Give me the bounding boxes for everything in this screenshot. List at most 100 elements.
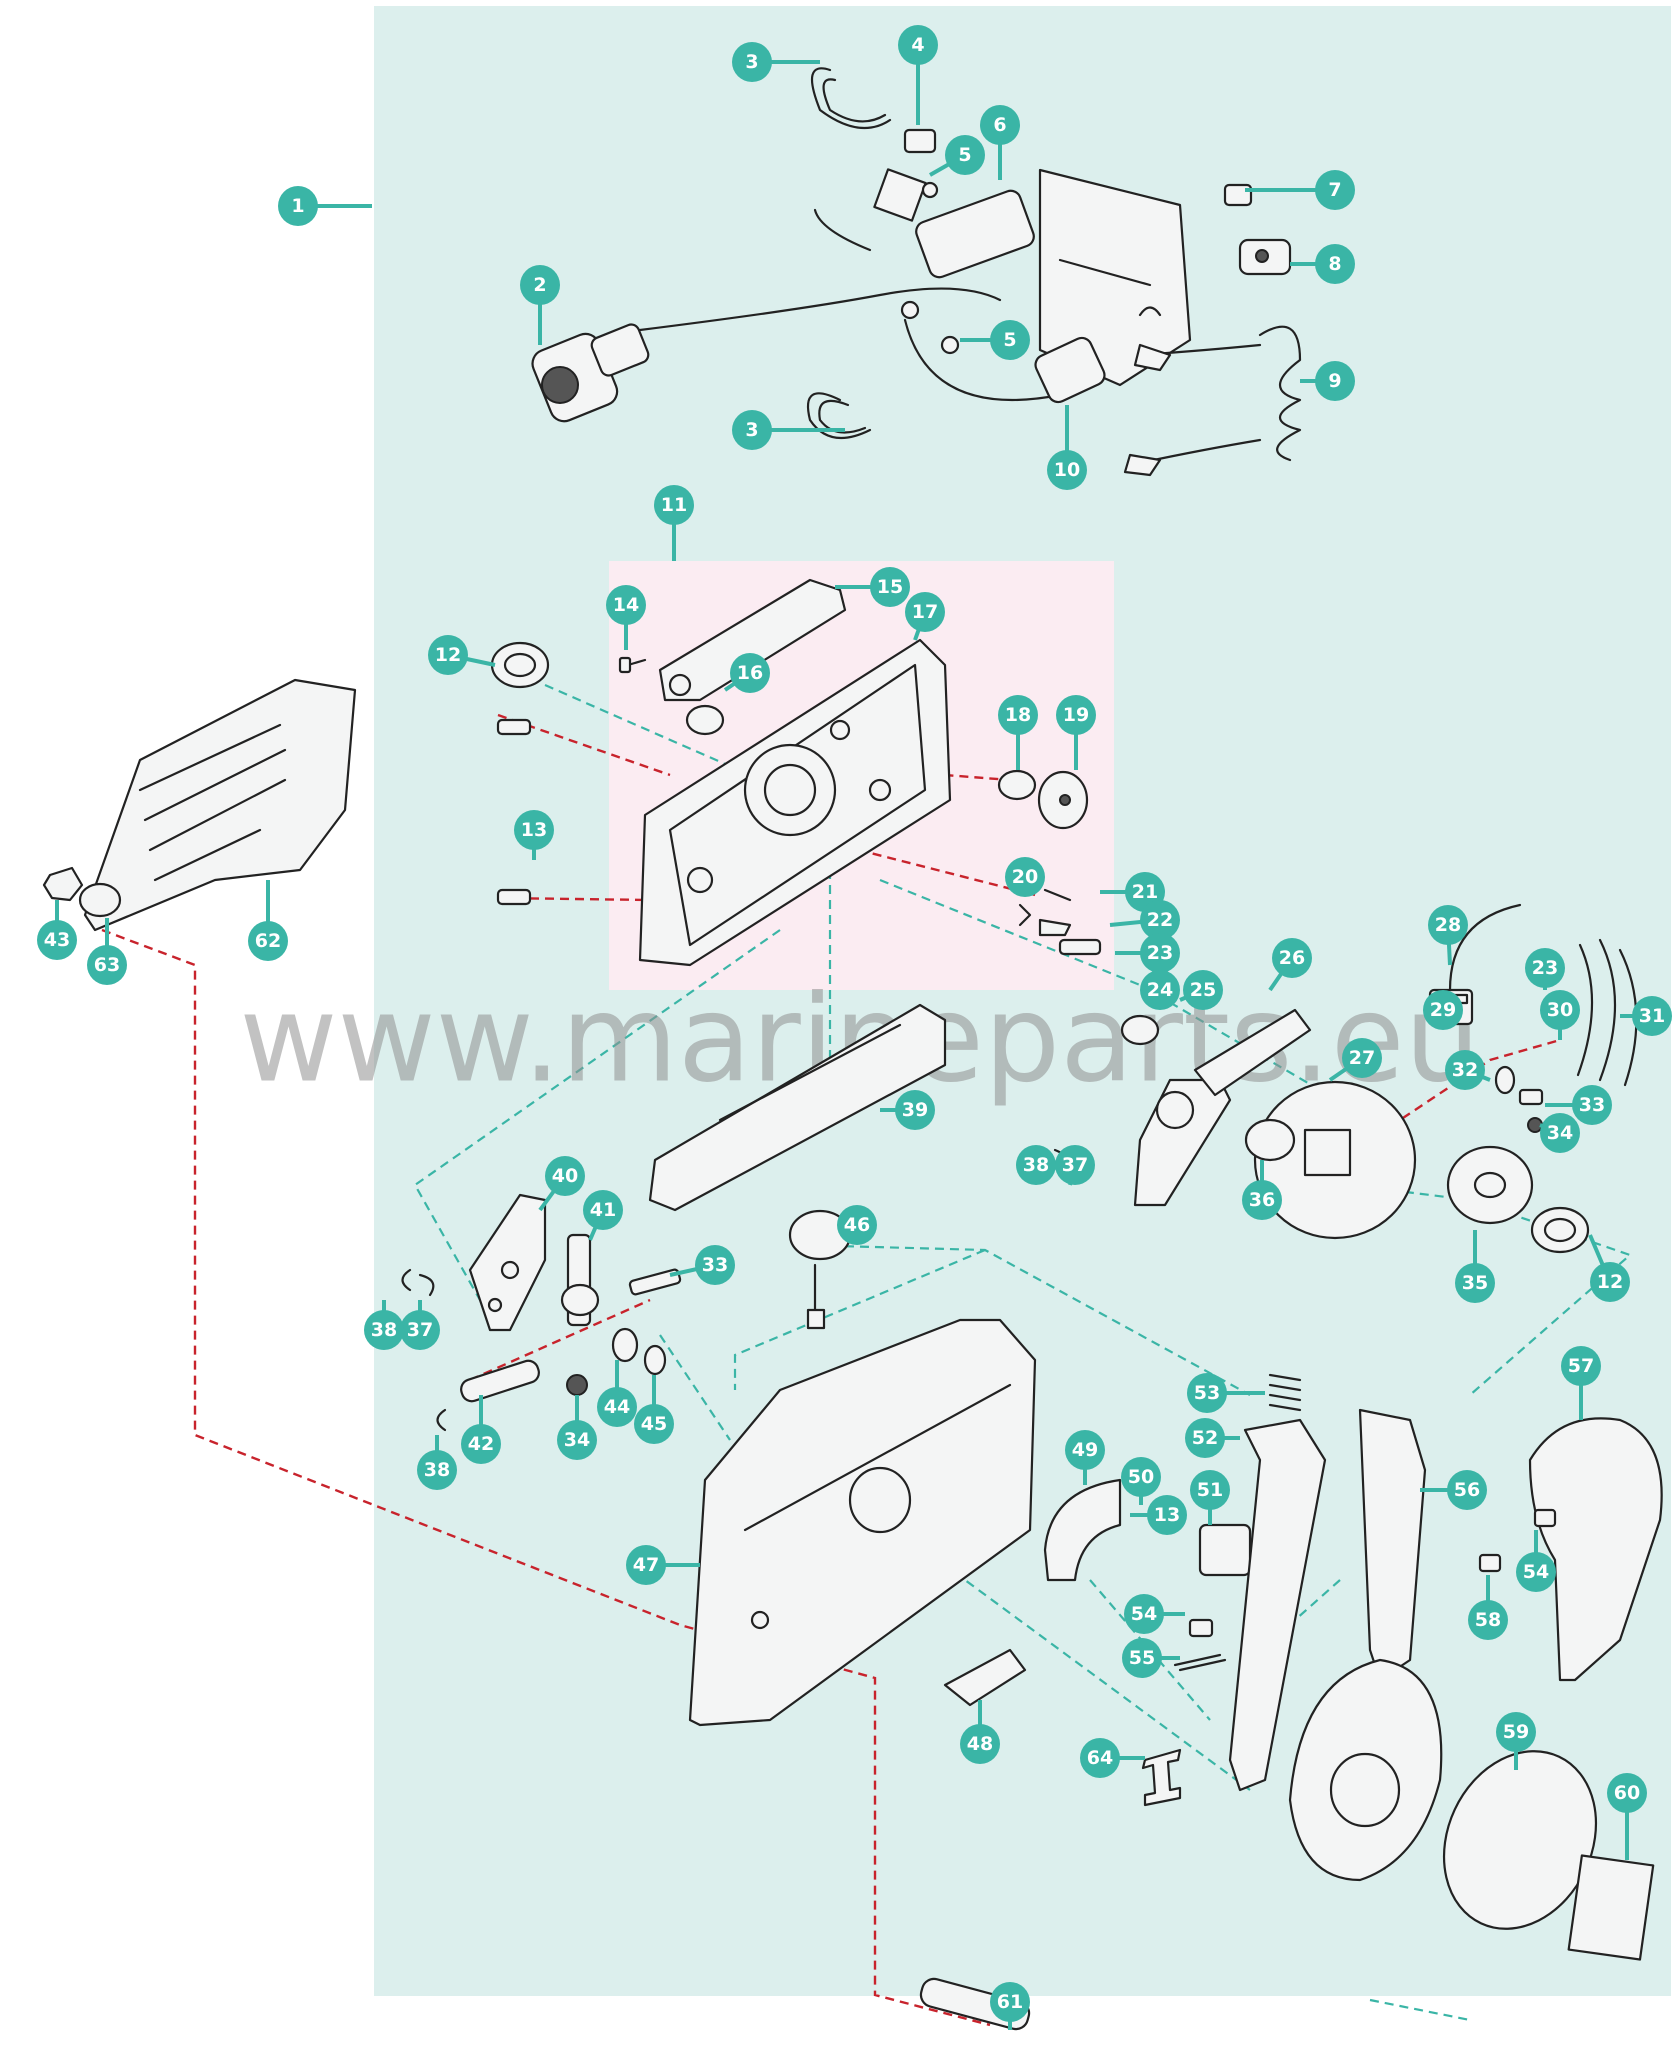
part-screws-54-58 bbox=[1173, 1508, 1557, 1672]
callout-number: 51 bbox=[1197, 1479, 1223, 1501]
callout-badge bbox=[1147, 1495, 1187, 1535]
callout-33: 33 bbox=[1545, 1085, 1612, 1125]
callout-37: 37 bbox=[400, 1300, 440, 1350]
callout-number: 13 bbox=[521, 819, 547, 841]
callout-40: 40 bbox=[538, 1156, 585, 1212]
callout-number: 49 bbox=[1072, 1439, 1098, 1461]
callout-number: 37 bbox=[1062, 1154, 1088, 1176]
callout-number: 38 bbox=[371, 1319, 397, 1341]
callout-number: 44 bbox=[604, 1396, 630, 1418]
callout-64: 64 bbox=[1080, 1738, 1145, 1778]
callout-badge bbox=[1047, 450, 1087, 490]
callout-number: 2 bbox=[533, 274, 546, 296]
callout-12: 12 bbox=[428, 635, 496, 675]
callout-badge bbox=[990, 320, 1030, 360]
callout-badge bbox=[1272, 938, 1312, 978]
callout-42: 42 bbox=[461, 1395, 501, 1464]
callout-number: 33 bbox=[702, 1254, 728, 1276]
callout-badge bbox=[1632, 996, 1672, 1036]
part-label-60 bbox=[1567, 1854, 1655, 1961]
callout-number: 40 bbox=[552, 1165, 578, 1187]
callout-badge bbox=[837, 1205, 877, 1245]
callout-badge bbox=[1540, 1113, 1580, 1153]
callout-18: 18 bbox=[998, 695, 1038, 770]
callout-29: 29 bbox=[1423, 990, 1463, 1030]
callout-badge bbox=[1525, 948, 1565, 988]
callout-badge bbox=[695, 1245, 735, 1285]
callout-badge bbox=[898, 25, 938, 65]
callout-number: 48 bbox=[967, 1733, 993, 1755]
callout-number: 57 bbox=[1568, 1355, 1594, 1377]
callout-badge bbox=[1121, 1457, 1161, 1497]
callout-6: 6 bbox=[980, 105, 1020, 180]
part-main-connector bbox=[531, 323, 650, 423]
callout-badge bbox=[1447, 1470, 1487, 1510]
callout-53: 53 bbox=[1187, 1373, 1265, 1413]
callout-number: 17 bbox=[912, 601, 938, 623]
part-gear-plate-40 bbox=[468, 1193, 547, 1332]
callout-19: 19 bbox=[1056, 695, 1096, 770]
callout-badge bbox=[1140, 900, 1180, 940]
callout-badge bbox=[1540, 990, 1580, 1030]
part-link-arm bbox=[658, 578, 847, 702]
callout-13: 13 bbox=[514, 810, 554, 860]
callout-number: 8 bbox=[1328, 253, 1341, 275]
callout-25: 25 bbox=[1179, 970, 1223, 1010]
callout-62: 62 bbox=[248, 880, 288, 961]
callout-38: 38 bbox=[364, 1300, 404, 1350]
part-bracket-64 bbox=[1141, 1748, 1182, 1807]
callout-number: 60 bbox=[1614, 1782, 1640, 1804]
callout-44: 44 bbox=[597, 1360, 637, 1427]
callout-number: 25 bbox=[1190, 979, 1216, 1001]
part-lever-56 bbox=[1288, 1408, 1443, 1882]
callout-37: 37 bbox=[1055, 1145, 1095, 1186]
callout-badge bbox=[626, 1545, 666, 1585]
callout-31: 31 bbox=[1620, 996, 1672, 1036]
callout-number: 29 bbox=[1430, 999, 1456, 1021]
callout-34: 34 bbox=[557, 1395, 597, 1460]
callout-badge bbox=[1455, 1263, 1495, 1303]
callout-number: 4 bbox=[911, 34, 924, 56]
callout-11: 11 bbox=[654, 485, 694, 561]
part-screws-13 bbox=[496, 718, 532, 906]
callout-badge bbox=[428, 635, 468, 675]
callout-badge bbox=[1016, 1145, 1056, 1185]
callout-56: 56 bbox=[1420, 1470, 1487, 1510]
callout-badge bbox=[1423, 990, 1463, 1030]
callout-38: 38 bbox=[417, 1435, 457, 1490]
callout-badge bbox=[278, 186, 318, 226]
callout-badge bbox=[37, 920, 77, 960]
callout-number: 19 bbox=[1063, 704, 1089, 726]
callout-55: 55 bbox=[1122, 1638, 1180, 1678]
part-washer-18-19 bbox=[997, 769, 1089, 830]
callout-number: 63 bbox=[94, 954, 120, 976]
callout-51: 51 bbox=[1190, 1470, 1230, 1525]
callout-badge bbox=[461, 1424, 501, 1464]
callout-badge bbox=[1428, 905, 1468, 945]
part-plug-12 bbox=[490, 641, 1590, 1254]
callout-number: 61 bbox=[997, 1991, 1023, 2013]
callout-16: 16 bbox=[723, 653, 770, 693]
callout-14: 14 bbox=[606, 585, 646, 650]
part-base-plate bbox=[638, 638, 952, 967]
callout-24: 24 bbox=[1140, 970, 1180, 1010]
callout-57: 57 bbox=[1561, 1346, 1601, 1420]
callout-number: 54 bbox=[1523, 1561, 1549, 1583]
callout-number: 32 bbox=[1452, 1059, 1478, 1081]
callout-27: 27 bbox=[1328, 1038, 1382, 1082]
callout-49: 49 bbox=[1065, 1430, 1105, 1485]
callout-3: 3 bbox=[732, 42, 820, 82]
callout-number: 11 bbox=[661, 494, 687, 516]
callout-13: 13 bbox=[1130, 1495, 1187, 1535]
callout-32: 32 bbox=[1445, 1050, 1491, 1090]
part-side-cover-62 bbox=[83, 678, 357, 932]
callout-number: 23 bbox=[1532, 957, 1558, 979]
callout-number: 38 bbox=[1023, 1154, 1049, 1176]
callout-badge bbox=[583, 1190, 623, 1230]
part-safety-lanyard bbox=[1123, 325, 1302, 477]
callout-number: 37 bbox=[407, 1319, 433, 1341]
callout-number: 3 bbox=[745, 51, 758, 73]
callout-badge bbox=[364, 1310, 404, 1350]
callout-badge bbox=[1056, 695, 1096, 735]
